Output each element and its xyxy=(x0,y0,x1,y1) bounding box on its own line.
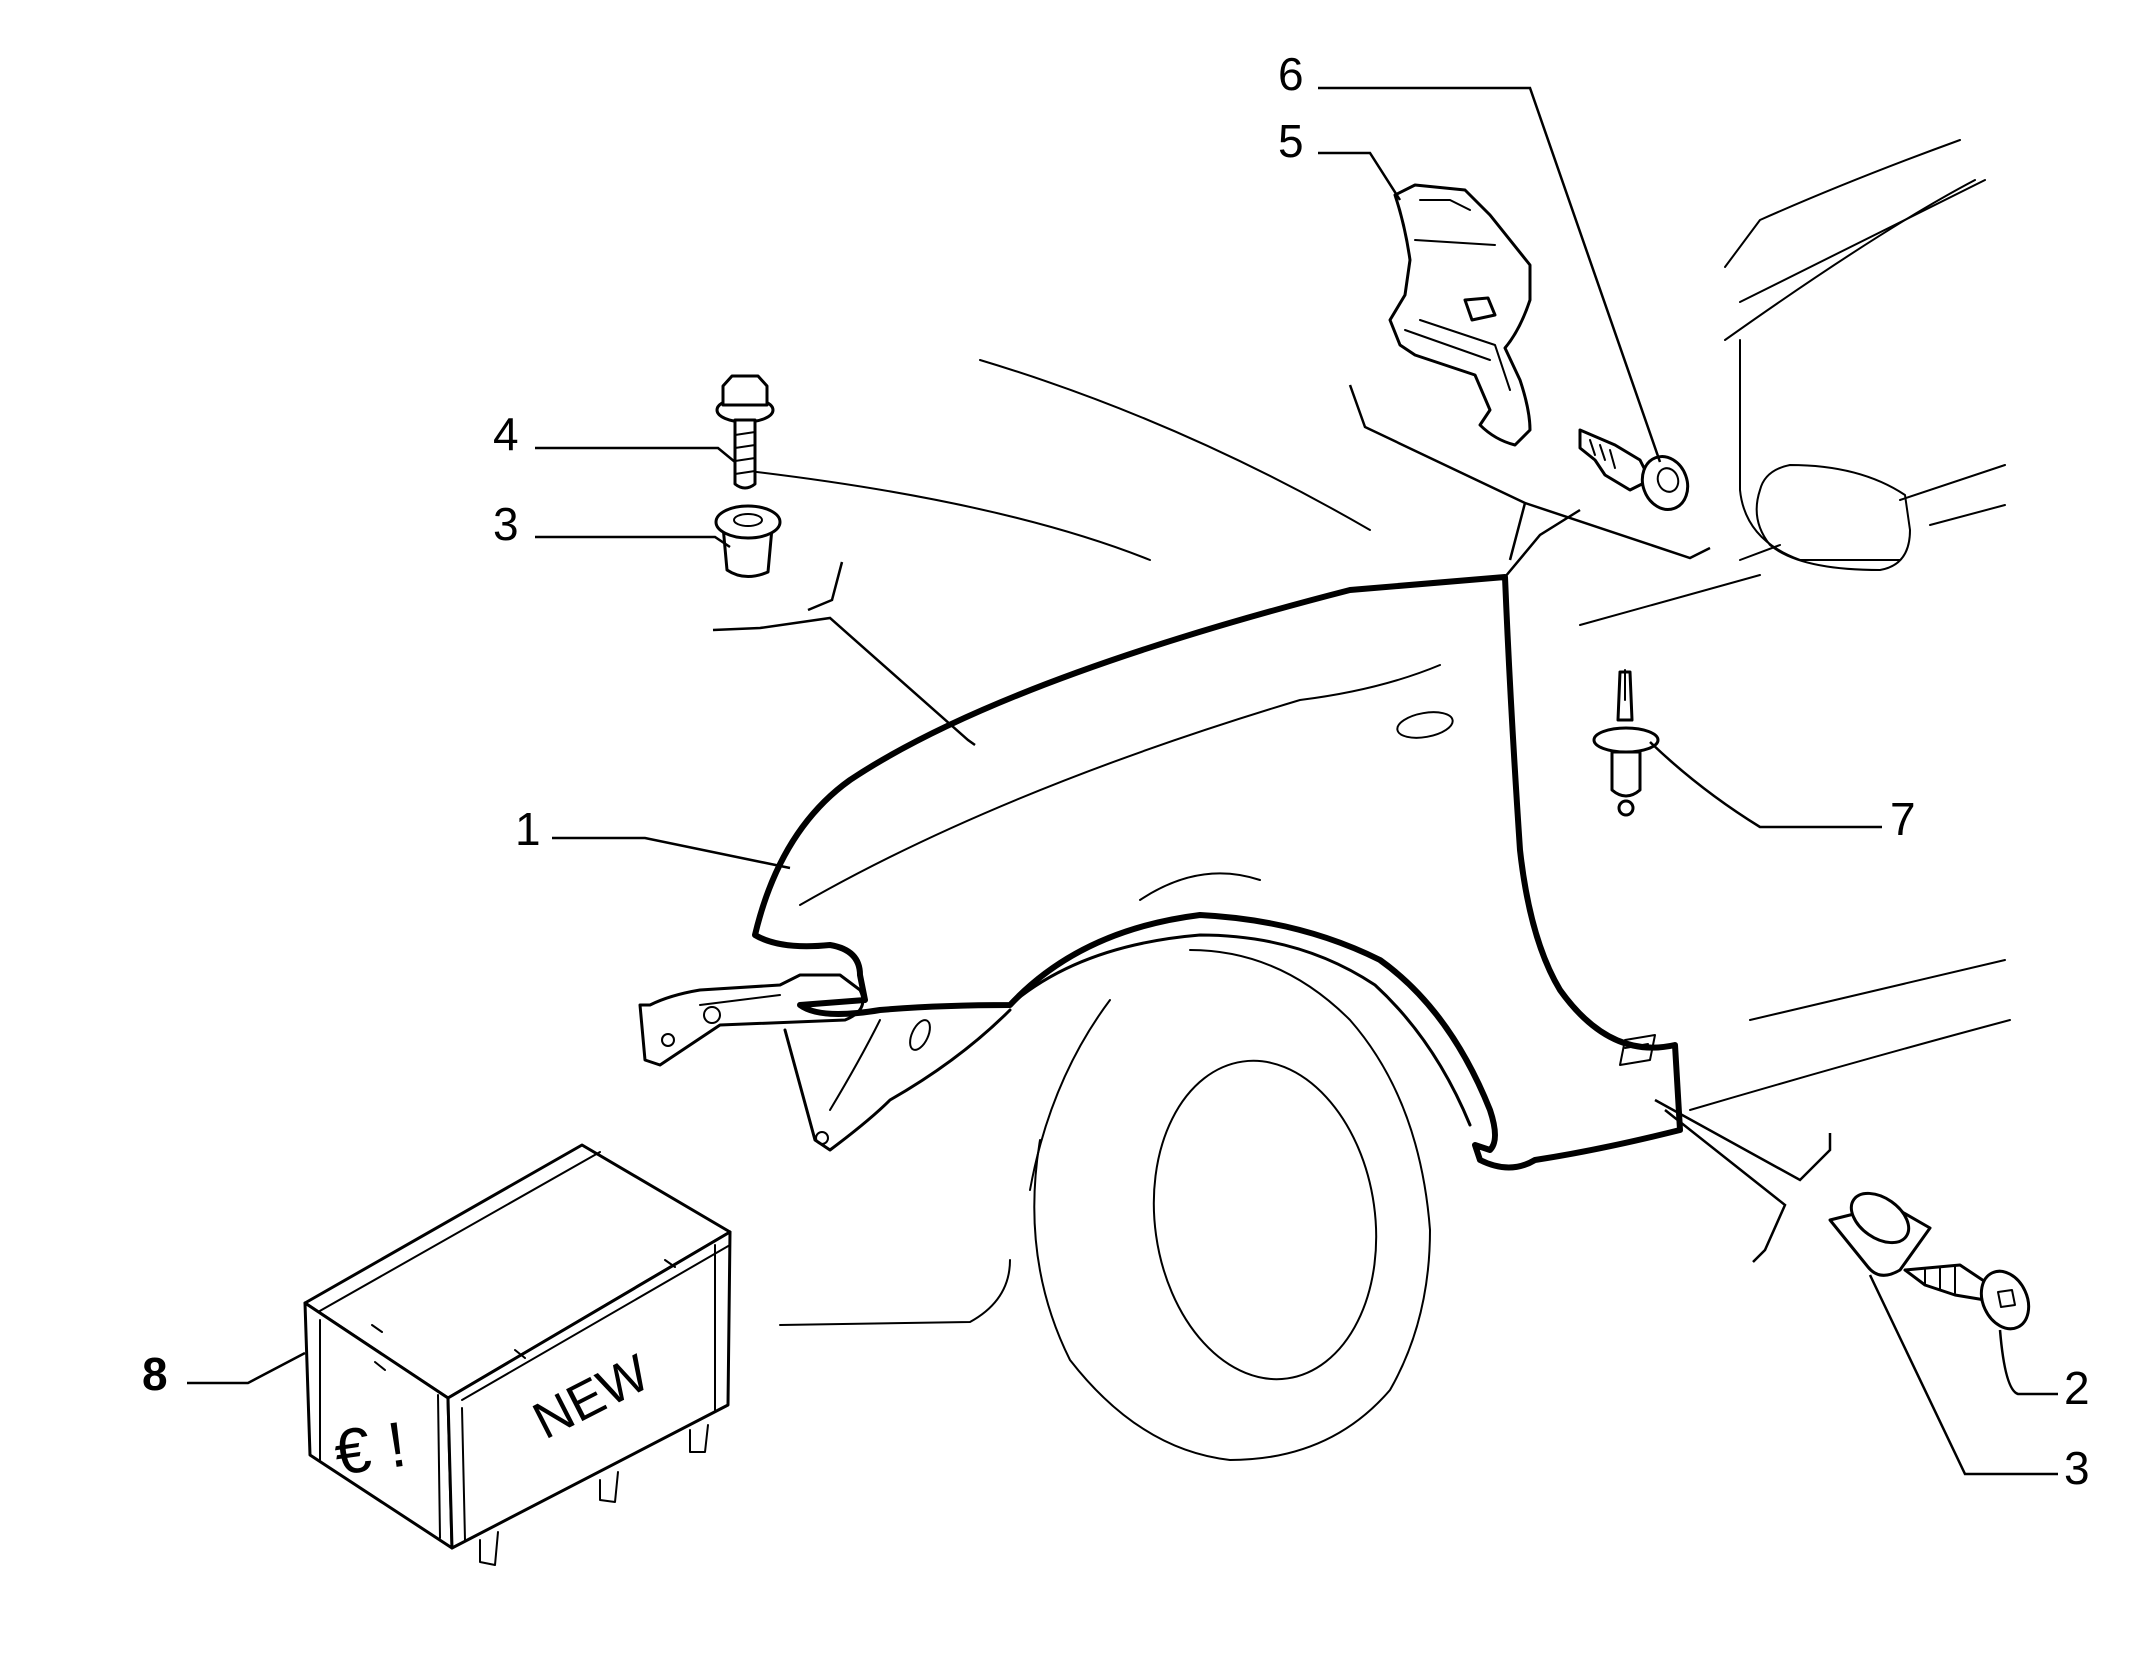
crate-part-8: € ! NEW xyxy=(303,1143,732,1566)
callout-8: 8 xyxy=(142,1348,168,1400)
bracket-part-5 xyxy=(1388,183,1532,447)
fender-front-bracket xyxy=(638,973,1012,1152)
callout-labels: 1 2 3 4 3 5 6 7 8 xyxy=(142,48,2090,1494)
callout-6: 6 xyxy=(1278,48,1304,100)
callout-2: 2 xyxy=(2064,1362,2090,1414)
callout-3-upper: 3 xyxy=(493,498,519,550)
leader-lines xyxy=(187,86,2058,1476)
callout-1: 1 xyxy=(515,803,541,855)
callout-7: 7 xyxy=(1890,793,1916,845)
callout-3-lower: 3 xyxy=(2064,1442,2090,1494)
bushing-part-3-upper xyxy=(714,504,782,578)
bushing-part-3-lower xyxy=(1828,1191,1932,1277)
car-body-outline xyxy=(739,139,2011,1461)
fender-panel xyxy=(752,574,1683,1171)
callout-4: 4 xyxy=(493,408,519,460)
crate-symbol-text: € ! xyxy=(330,1408,410,1489)
bolt-part-4 xyxy=(715,374,775,490)
screw-part-2 xyxy=(1903,1263,2031,1331)
callout-5: 5 xyxy=(1278,115,1304,167)
clip-part-7 xyxy=(1592,669,1660,817)
screw-part-6 xyxy=(1578,428,1690,511)
